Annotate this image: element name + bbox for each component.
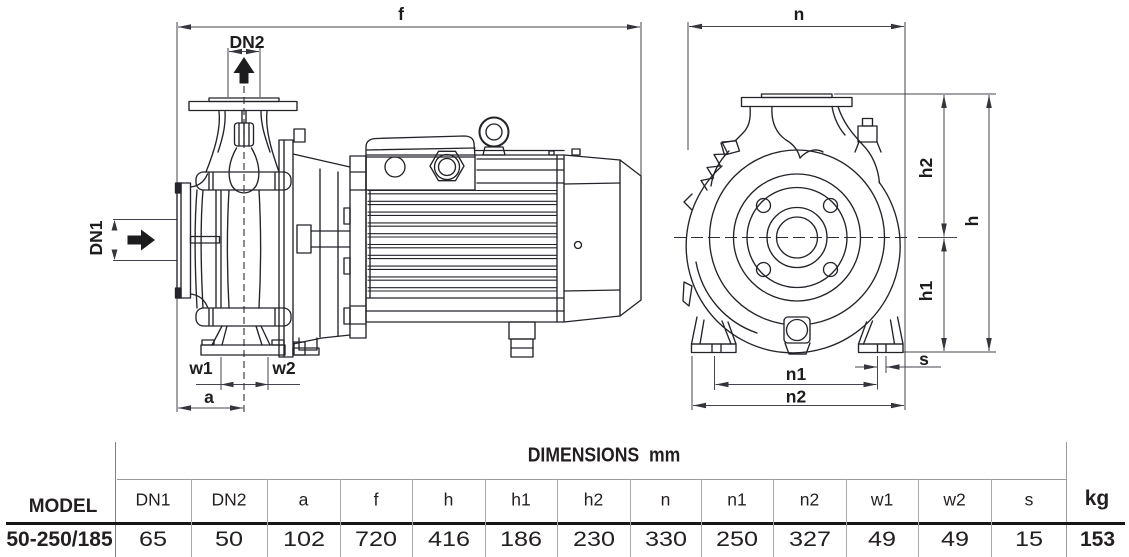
svg-text:a: a xyxy=(204,387,214,407)
svg-text:h1: h1 xyxy=(916,281,936,302)
svg-text:n1: n1 xyxy=(786,364,807,384)
svg-text:s: s xyxy=(919,349,929,369)
svg-text:h2: h2 xyxy=(916,158,936,179)
svg-text:DN2: DN2 xyxy=(229,32,264,52)
svg-text:w1: w1 xyxy=(188,358,213,378)
svg-text:DN1: DN1 xyxy=(86,220,106,255)
svg-text:n: n xyxy=(794,4,805,24)
svg-text:n2: n2 xyxy=(786,387,807,407)
svg-text:h: h xyxy=(962,216,982,227)
svg-text:f: f xyxy=(398,4,404,24)
svg-text:w2: w2 xyxy=(271,358,296,378)
